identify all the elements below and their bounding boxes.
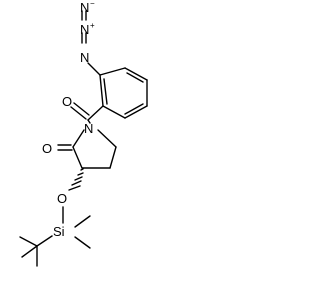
bond-ring-e <box>102 105 126 119</box>
bond-ring-f <box>99 74 104 107</box>
atom-o-benzoyl: O <box>62 94 72 109</box>
hashed-wedge-bond <box>68 168 84 191</box>
bond-co-benzoyl <box>70 106 87 120</box>
bond-c2-n <box>72 129 85 148</box>
bond-ring-b <box>124 67 148 81</box>
bond-ring-inner-1 <box>126 72 144 83</box>
bond-c3-c2 <box>72 146 83 169</box>
bond-tbu-m1 <box>19 236 38 247</box>
atom-o-ether: O <box>57 191 67 206</box>
bond-co-benzoyl-second <box>73 102 90 116</box>
bond-ring-carbonyl <box>87 105 104 121</box>
atom-n-azide-central: N <box>80 22 89 37</box>
atom-n-ring: N <box>84 121 93 136</box>
molecule-drawing: N − N + N O N O O Si <box>19 0 148 267</box>
bond-ring-d <box>124 105 148 119</box>
bond-carbonyl-n <box>87 119 91 124</box>
structure-canvas: N − N + N O N O O Si <box>19 0 148 267</box>
plus-charge: + <box>90 21 95 30</box>
minus-charge: − <box>90 0 95 8</box>
bond-si-methyl-2 <box>74 236 91 249</box>
bond-ring-inner-3 <box>103 78 108 105</box>
bond-tbu-m2 <box>21 245 38 258</box>
atom-si: Si <box>53 224 65 239</box>
atom-o-lactam: O <box>42 141 52 156</box>
atom-n-azide-proximal: N <box>80 50 89 65</box>
atom-n-azide-terminal: N <box>80 0 89 15</box>
bond-c5-c4 <box>109 146 117 169</box>
bond-si-methyl-1 <box>74 215 91 228</box>
bond-ring-inner-2 <box>124 103 144 115</box>
bond-n-c5 <box>97 129 117 148</box>
bond-si-tbu <box>36 235 53 247</box>
bond-n3-ring <box>87 62 101 76</box>
bond-ring-a <box>99 67 126 76</box>
